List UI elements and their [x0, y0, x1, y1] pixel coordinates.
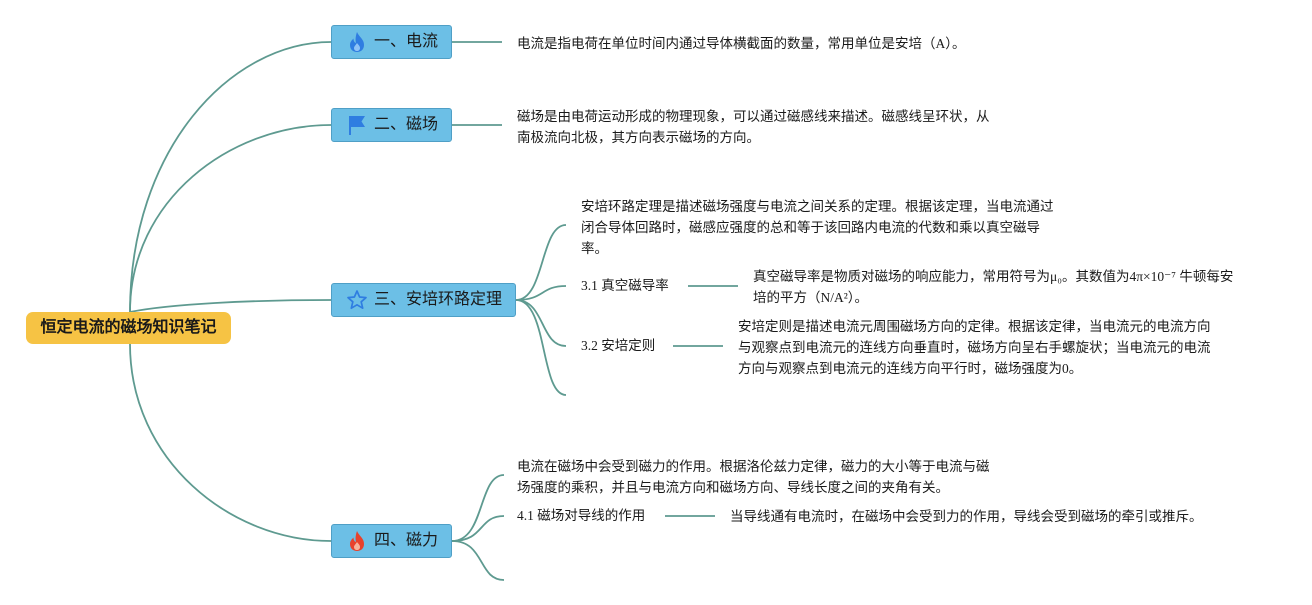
subtopic-force-on-wire-description: 当导线通有电流时，在磁场中会受到力的作用，导线会受到磁场的牵引或推斥。 — [730, 509, 1203, 524]
connector-root-topic-1 — [129, 41, 332, 313]
topic-ampere-circuital-law-label: 三、安培环路定理 — [374, 291, 503, 308]
topic-magnetic-force-description: 电流在磁场中会受到磁力的作用。根据洛伦兹力定律，磁力的大小等于电流与磁 场强度的… — [517, 459, 990, 495]
subtopic-ampere-rule[interactable]: 3.2 安培定则 — [581, 338, 656, 353]
connector-root-topic-4 — [129, 343, 332, 542]
star-outline-icon — [346, 289, 368, 311]
topic-magnetic-force[interactable]: 四、磁力 — [331, 524, 452, 558]
connector-topic-3-tail — [515, 299, 567, 396]
topic-current[interactable]: 一、电流 — [331, 25, 452, 59]
connector-root-topic-2 — [129, 124, 332, 313]
flame-icon — [346, 31, 368, 53]
subtopic-ampere-rule-description: 安培定则是描述电流元周围磁场方向的定律。根据该定律，当电流元的电流方向 与观察点… — [738, 319, 1211, 376]
connector-topic-4-sub-1 — [451, 515, 505, 542]
connector-topic-3-sub-1 — [515, 285, 567, 301]
topic-ampere-circuital-law-description: 安培环路定理是描述磁场强度与电流之间关系的定理。根据该定理，当电流通过 闭合导体… — [581, 199, 1054, 256]
topic-magnetic-field-description: 磁场是由电荷运动形成的物理现象，可以通过磁感线来描述。磁感线呈环状，从 南极流向… — [517, 109, 990, 145]
connector-topic-3-desc — [515, 224, 567, 301]
topic-current-description: 电流是指电荷在单位时间内通过导体横截面的数量，常用单位是安培（A）。 — [517, 36, 966, 51]
subtopic-vacuum-permeability[interactable]: 3.1 真空磁导率 — [581, 278, 669, 293]
subtopic-force-on-wire[interactable]: 4.1 磁场对导线的作用 — [517, 508, 646, 523]
topic-ampere-circuital-law[interactable]: 三、安培环路定理 — [331, 283, 516, 317]
connector-root-topic-3 — [129, 299, 332, 313]
connector-topic-4-desc — [451, 474, 505, 542]
subtopic-vacuum-permeability-description: 真空磁导率是物质对磁场的响应能力，常用符号为μ₀。其数值为4π×10⁻⁷ 牛顿每… — [753, 269, 1234, 305]
flag-icon — [346, 114, 368, 136]
topic-magnetic-force-label: 四、磁力 — [374, 532, 439, 549]
root-topic-label: 恒定电流的磁场知识笔记 — [40, 319, 217, 336]
topic-magnetic-field[interactable]: 二、磁场 — [331, 108, 452, 142]
connector-topic-4-tail — [451, 540, 505, 581]
fire-icon — [346, 530, 368, 552]
topic-magnetic-field-label: 二、磁场 — [374, 116, 439, 133]
topic-current-label: 一、电流 — [374, 33, 439, 50]
root-topic[interactable]: 恒定电流的磁场知识笔记 — [26, 312, 231, 344]
